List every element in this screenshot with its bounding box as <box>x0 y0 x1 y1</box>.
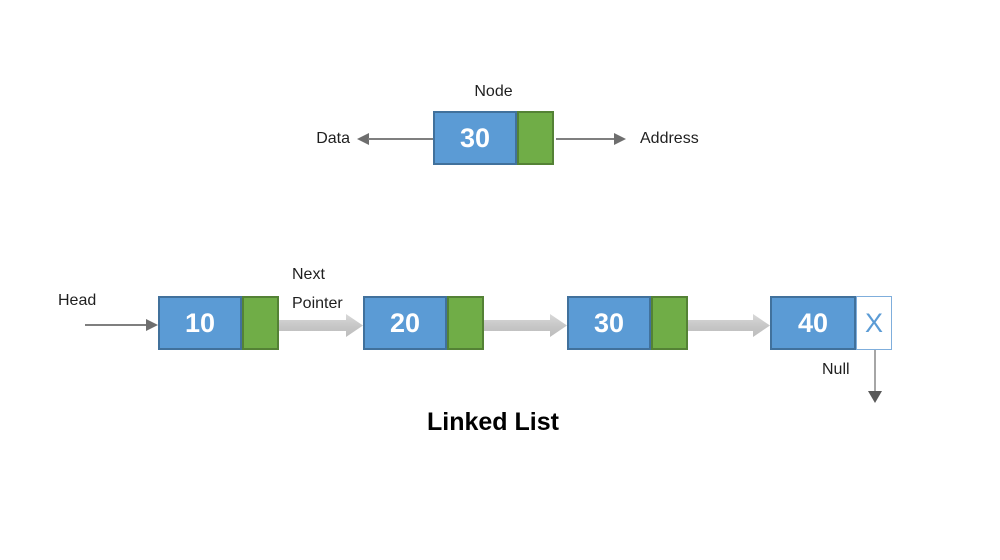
list-node-4-value: 40 <box>770 296 856 350</box>
list-node-2-value: 20 <box>363 296 447 350</box>
next-pointer-arrow-1-icon <box>279 314 363 337</box>
next-pointer-arrow-2-icon <box>484 314 567 337</box>
data-label: Data <box>316 130 350 147</box>
list-node-2: 20 <box>363 296 484 350</box>
next-pointer-arrow-3-icon <box>688 314 770 337</box>
node-label: Node <box>474 83 513 100</box>
list-node-1: 10 <box>158 296 279 350</box>
list-node-4-terminator-cell: X <box>856 296 892 350</box>
list-node-3-value: 30 <box>567 296 651 350</box>
list-node-1-pointer-cell <box>242 296 279 350</box>
legend-node-value: 30 <box>433 111 517 165</box>
legend-node-pointer-cell <box>517 111 554 165</box>
head-arrow-line <box>85 324 146 326</box>
list-node-2-pointer-cell <box>447 296 484 350</box>
null-arrow-line <box>874 350 876 392</box>
list-node-4: 40 X <box>770 296 892 350</box>
null-arrow-head-icon <box>868 391 882 403</box>
next-pointer-label-line2: Pointer <box>292 295 343 312</box>
data-arrow-line <box>368 138 433 140</box>
head-arrow-head-icon <box>146 319 158 331</box>
null-label: Null <box>822 361 850 378</box>
list-node-3-pointer-cell <box>651 296 688 350</box>
next-pointer-label-line1: Next <box>292 266 325 283</box>
address-arrow-head-icon <box>614 133 626 145</box>
address-label: Address <box>640 130 699 147</box>
data-arrow-head-icon <box>357 133 369 145</box>
list-node-1-value: 10 <box>158 296 242 350</box>
address-arrow-line <box>556 138 614 140</box>
list-node-3: 30 <box>567 296 688 350</box>
diagram-title: Linked List <box>427 408 559 436</box>
head-label: Head <box>58 292 97 309</box>
legend-node: 30 <box>433 111 554 165</box>
